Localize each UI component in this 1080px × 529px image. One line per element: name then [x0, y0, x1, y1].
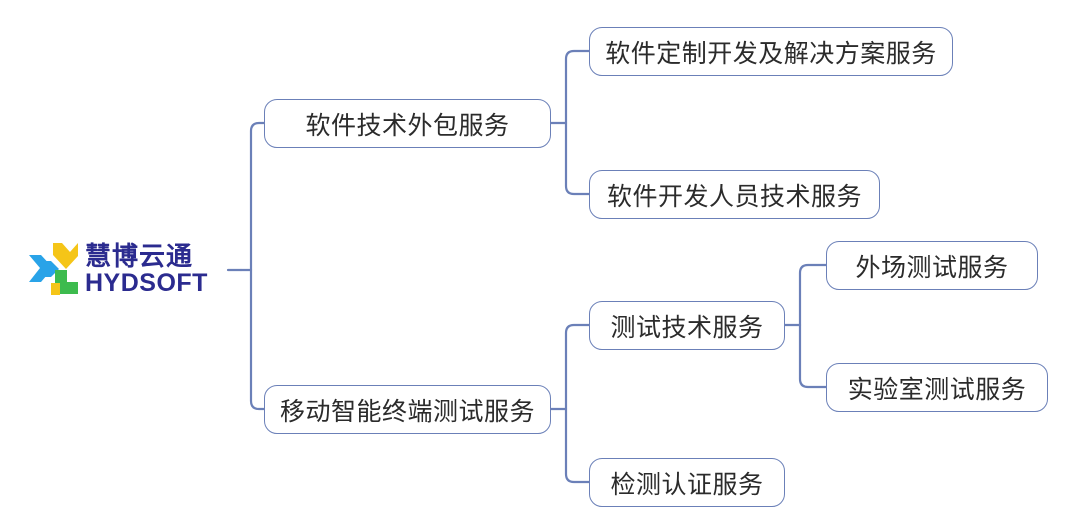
company-logo: 慧博云通 HYDSOFT: [26, 238, 226, 300]
node-mobile-terminal-testing[interactable]: 移动智能终端测试服务: [264, 385, 551, 434]
logo-brand-en: HYDSOFT: [85, 268, 208, 297]
node-label: 实验室测试服务: [847, 375, 1027, 404]
node-label: 软件开发人员技术服务: [606, 182, 862, 211]
node-field-testing-service[interactable]: 外场测试服务: [826, 241, 1038, 290]
node-label: 测试技术服务: [610, 313, 764, 342]
connector-n2a-to-n2a2: [798, 323, 828, 389]
connector-n2a-to-n2a1: [798, 263, 828, 327]
node-testing-technology-service[interactable]: 测试技术服务: [589, 301, 785, 350]
node-laboratory-testing-service[interactable]: 实验室测试服务: [826, 363, 1048, 412]
logo-brand-cn: 慧博云通: [85, 240, 194, 271]
node-custom-software-development[interactable]: 软件定制开发及解决方案服务: [589, 27, 953, 76]
node-label: 软件定制开发及解决方案服务: [605, 39, 937, 68]
node-label: 移动智能终端测试服务: [279, 397, 535, 426]
node-label: 检测认证服务: [610, 470, 764, 499]
connector-n1-to-n1a: [564, 49, 591, 125]
connector-n2-to-n2a: [564, 323, 591, 411]
node-developer-technical-service[interactable]: 软件开发人员技术服务: [589, 170, 880, 219]
connector-root-to-n2: [249, 268, 266, 411]
connector-root-to-n1: [249, 121, 266, 272]
node-label: 软件技术外包服务: [305, 111, 510, 140]
node-inspection-certification-service[interactable]: 检测认证服务: [589, 458, 785, 507]
node-label: 外场测试服务: [855, 253, 1009, 282]
connector-n1-to-n1b: [564, 121, 591, 196]
logo-text-block: 慧博云通 HYDSOFT: [85, 243, 208, 296]
connector-n2-to-n2b: [564, 407, 591, 484]
node-software-outsourcing[interactable]: 软件技术外包服务: [264, 99, 551, 148]
hydsoft-logo-mark-icon: [26, 242, 78, 296]
